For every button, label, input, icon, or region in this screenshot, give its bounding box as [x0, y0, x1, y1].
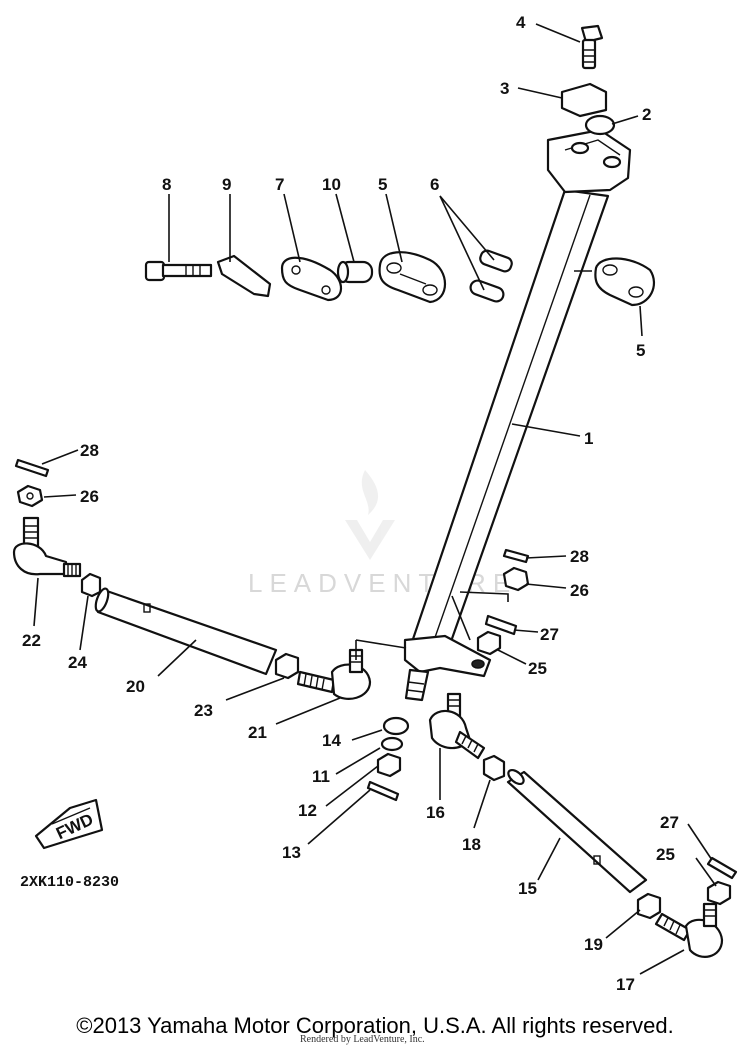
callout-22: 22 — [22, 631, 41, 650]
callout-21: 21 — [248, 723, 267, 742]
callout-28-left: 28 — [80, 441, 99, 460]
callout-26-right: 26 — [570, 581, 589, 600]
tie-rod-end-21-part — [296, 648, 372, 700]
seal-6-part — [469, 249, 513, 303]
holder-3-part — [560, 82, 608, 118]
nut-26-right-part — [502, 566, 530, 592]
callout-27-upper: 27 — [540, 625, 559, 644]
callout-1: 1 — [584, 429, 593, 448]
callout-5-left: 5 — [378, 175, 387, 194]
bolt-4-part — [580, 24, 604, 70]
callout-26-left: 26 — [80, 487, 99, 506]
cotter-pin-13-part — [366, 780, 400, 802]
nut-23-part — [274, 652, 300, 680]
leader-lines — [33, 23, 717, 975]
collar-14-part — [382, 716, 410, 736]
nut-19-part — [636, 892, 662, 920]
drawing-code: 2XK110-8230 — [20, 874, 119, 891]
rendered-by-credit: Rendered by LeadVenture, Inc. — [300, 1034, 425, 1045]
bolt-8-part — [144, 260, 213, 282]
callout-5-right: 5 — [636, 341, 645, 360]
callout-27-lower: 27 — [660, 813, 679, 832]
callout-13: 13 — [282, 843, 301, 862]
fwd-arrow-icon — [34, 798, 104, 850]
callout-10: 10 — [322, 175, 341, 194]
nut-18-part — [482, 754, 506, 782]
holder-5-left-part — [378, 251, 446, 304]
callout-12: 12 — [298, 801, 317, 820]
nut-25-upper-part — [476, 630, 502, 656]
lock-washer-9-part — [216, 254, 272, 298]
cotter-pin-27-lower-part — [706, 856, 738, 880]
callout-16: 16 — [426, 803, 445, 822]
nut-26-left-part — [16, 484, 44, 508]
copyright-notice: ©2013 Yamaha Motor Corporation, U.S.A. A… — [76, 1013, 674, 1038]
tie-rod-15-part — [506, 768, 648, 894]
watermark-text: LEADVENTURE — [248, 568, 517, 598]
cotter-pin-28-left-part — [14, 458, 50, 478]
callout-11: 11 — [312, 767, 330, 786]
bushing-2-part — [584, 114, 616, 136]
callout-15: 15 — [518, 879, 537, 898]
cotter-pin-27-upper-part — [484, 614, 518, 636]
nut-24-part — [80, 572, 102, 598]
callout-2: 2 — [642, 105, 651, 124]
callout-8: 8 — [162, 175, 171, 194]
tie-rod-end-16-part — [428, 692, 486, 760]
callout-24: 24 — [68, 653, 87, 672]
callout-17: 17 — [616, 975, 635, 994]
watermark-logo — [345, 470, 395, 560]
washer-11-part — [380, 736, 404, 752]
callout-3: 3 — [500, 79, 509, 98]
callout-25-upper: 25 — [528, 659, 547, 678]
callout-19: 19 — [584, 935, 603, 954]
callout-25-lower: 25 — [656, 845, 675, 864]
collar-10-part — [336, 260, 374, 284]
callout-18: 18 — [462, 835, 481, 854]
tie-rod-20-part — [94, 587, 278, 676]
callout-6: 6 — [430, 175, 439, 194]
nut-12-part — [376, 752, 402, 778]
plate-7-part — [280, 256, 343, 302]
callout-9: 9 — [222, 175, 231, 194]
steering-column-shaft — [403, 128, 632, 702]
holder-5-right-part — [594, 257, 656, 307]
callout-labels: 4 3 2 8 9 7 10 5 6 5 1 28 26 22 24 20 23… — [22, 13, 679, 994]
callout-4: 4 — [516, 13, 526, 32]
nut-25-lower-part — [706, 880, 732, 906]
cotter-pin-28-right-part — [502, 548, 530, 564]
tie-rod-end-17-part — [654, 902, 724, 958]
callout-14: 14 — [322, 731, 341, 750]
callout-28-right: 28 — [570, 547, 589, 566]
callout-20: 20 — [126, 677, 145, 696]
callout-23: 23 — [194, 701, 213, 720]
callout-7: 7 — [275, 175, 284, 194]
tie-rod-end-22-part — [12, 516, 82, 578]
